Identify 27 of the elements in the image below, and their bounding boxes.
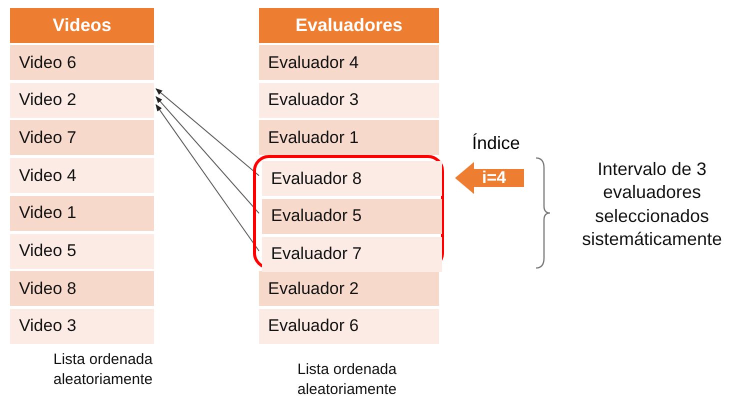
list-row: Evaluador 8 (262, 161, 442, 196)
list-row: Evaluador 6 (259, 308, 439, 344)
list-row: Evaluador 5 (262, 198, 442, 234)
column-header: Evaluadores (259, 8, 439, 43)
column-header: Videos (10, 8, 154, 43)
index-label: Índice (472, 133, 520, 154)
caption-text: Lista ordenada aleatoriamente (52, 350, 154, 389)
list-row: Video 3 (10, 308, 154, 344)
index-value: i=4 (482, 168, 506, 188)
list-row: Evaluador 3 (259, 82, 439, 118)
list-row: Video 4 (10, 158, 154, 194)
list-row: Video 7 (10, 120, 154, 156)
list-row: Video 6 (10, 45, 154, 80)
highlight-frame (253, 155, 444, 269)
list-row: Evaluador 2 (259, 271, 439, 306)
list-row: Evaluador 7 (262, 236, 442, 272)
list-row: Evaluador 4 (259, 45, 439, 80)
arrow (155, 88, 260, 176)
annotation-text: Intervalo de 3 evaluadores seleccionados sistemáticamente (580, 158, 724, 252)
list-row: Video 5 (10, 234, 154, 268)
list-row: Video 1 (10, 196, 154, 231)
caption-text: Lista ordenada aleatoriamente (296, 360, 398, 399)
arrow (156, 96, 260, 214)
arrow (156, 104, 260, 252)
list-row: Video 2 (10, 82, 154, 118)
list-row: Evaluador 1 (259, 120, 439, 156)
list-row: Video 8 (10, 271, 154, 306)
